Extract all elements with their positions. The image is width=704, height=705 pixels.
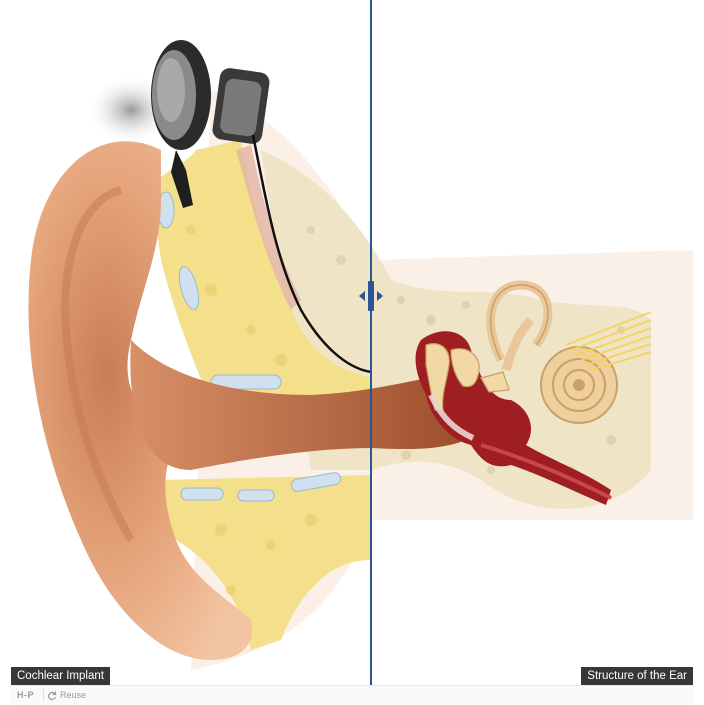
after-image-label: Structure of the Ear	[581, 667, 693, 685]
fat-tissue-upper	[151, 140, 371, 400]
before-image-label: Cochlear Implant	[11, 667, 110, 685]
footer-separator	[43, 689, 44, 701]
fat-tissue-lower	[159, 475, 371, 650]
temporal-bone	[261, 150, 651, 509]
reuse-button[interactable]: Reuse	[47, 689, 86, 702]
refresh-icon	[47, 691, 57, 701]
implant-processor	[151, 40, 211, 208]
comparison-divider[interactable]	[370, 0, 372, 685]
malleus	[425, 343, 450, 411]
cochlea	[540, 346, 618, 424]
incus	[450, 348, 480, 388]
implant-electrode-lead	[251, 134, 372, 374]
reuse-label: Reuse	[60, 690, 87, 700]
arrows-horizontal-icon	[358, 281, 384, 311]
image-comparison-viewer[interactable]: Cochlear Implant Structure of the Ear	[11, 0, 693, 685]
h5p-logo[interactable]: H-P	[17, 690, 34, 700]
ear-canal	[130, 340, 468, 470]
slider-handle[interactable]	[358, 281, 384, 311]
footer-bar: H-P Reuse	[11, 685, 693, 705]
stapes	[480, 371, 510, 393]
implant-coil	[212, 68, 270, 144]
pinna	[28, 141, 253, 661]
ear-illustration	[28, 40, 693, 670]
